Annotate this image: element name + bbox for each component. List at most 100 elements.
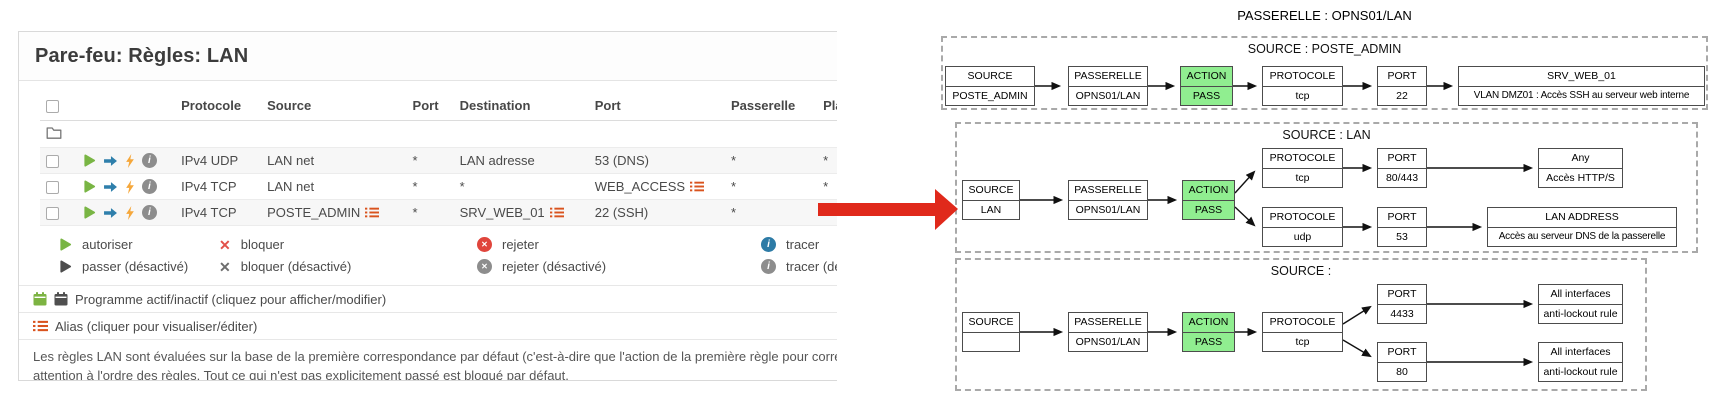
node-value: LAN	[980, 203, 1002, 216]
node-value: 4433	[1390, 307, 1414, 320]
rule-destination: SRV_WEB_01	[453, 199, 589, 227]
node-source: SOURCE	[962, 312, 1020, 352]
legend-autoriser: autoriser	[59, 235, 219, 254]
play-green-icon	[59, 238, 72, 251]
legend-passer-desactive: passer (désactivé)	[59, 257, 219, 276]
direction-in-icon[interactable]	[103, 155, 118, 167]
pass-icon[interactable]	[83, 206, 96, 219]
quick-icon[interactable]	[125, 153, 135, 168]
node-value: 22	[1396, 89, 1408, 102]
node-port: PORT 22	[1377, 66, 1427, 106]
table-header-row: Protocole Source Port Destination Port P…	[40, 91, 837, 122]
select-rule-checkbox[interactable]	[46, 207, 59, 221]
col-source: Source	[261, 91, 407, 122]
col-port-dest: Port	[588, 91, 725, 122]
rule-dest-port: WEB_ACCESS	[588, 173, 725, 201]
legend-bloquer-desactive: ✕ bloquer (désactivé)	[219, 257, 477, 276]
node-target: All interfaces anti-lockout rule	[1538, 284, 1623, 324]
col-passerelle: Passerelle	[724, 91, 818, 122]
node-value: tcp	[1295, 171, 1310, 184]
node-protocol: PROTOCOLE tcp	[1262, 66, 1343, 106]
quick-icon[interactable]	[125, 179, 135, 194]
node-value: 53	[1396, 230, 1408, 243]
node-target: LAN ADDRESS Accès au serveur DNS de la p…	[1487, 207, 1677, 247]
rule-port: *	[406, 199, 454, 227]
node-value: 80/443	[1385, 171, 1419, 184]
rule-dest-port: 53 (DNS)	[588, 147, 725, 175]
node-value: udp	[1293, 230, 1312, 243]
node-value: PASS	[1194, 335, 1223, 348]
folder-icon[interactable]	[46, 126, 62, 139]
rules-evaluation-note: Les règles LAN sont évaluées sur la base…	[19, 339, 837, 380]
group-source-empty: SOURCE :	[955, 258, 1647, 391]
rule-source: LAN net	[261, 147, 407, 175]
x-gray-icon: ✕	[219, 258, 231, 275]
node-value: POSTE_ADMIN	[952, 89, 1028, 102]
node-action: ACTION PASS	[1182, 180, 1235, 220]
node-header: ACTION	[1183, 313, 1234, 333]
rule-destination: LAN adresse	[453, 147, 589, 175]
direction-in-icon[interactable]	[103, 181, 118, 193]
node-header: PASSERELLE	[1069, 313, 1147, 333]
alias-legend-row: Alias (cliquer pour visualiser/éditer)	[19, 312, 837, 339]
node-value: PASS	[1192, 89, 1221, 102]
group-source-poste-admin: SOURCE : POSTE_ADMIN	[941, 36, 1708, 110]
node-protocol: PROTOCOLE tcp	[1262, 312, 1343, 352]
page-title: Pare-feu: Règles: LAN	[35, 45, 249, 67]
rule-dest-port: 22 (SSH)	[588, 199, 725, 227]
select-all-checkbox[interactable]	[46, 100, 59, 114]
node-port: PORT 80/443	[1377, 148, 1427, 188]
node-source: SOURCE POSTE_ADMIN	[945, 66, 1035, 106]
group-label: SOURCE : LAN	[1282, 128, 1371, 142]
alias-legend-label: Alias (cliquer pour visualiser/éditer)	[55, 318, 258, 334]
node-source: SOURCE LAN	[962, 180, 1020, 220]
rule-gateway: *	[724, 199, 818, 227]
node-value: Accès HTTP/S	[1546, 171, 1615, 184]
rule-protocol: IPv4 TCP	[175, 173, 262, 201]
pass-icon[interactable]	[83, 154, 96, 167]
alias-icon[interactable]	[365, 207, 380, 218]
alias-icon[interactable]	[549, 207, 564, 218]
rule-destination-value: SRV_WEB_01	[459, 205, 545, 221]
legend-label: rejeter	[502, 237, 539, 253]
node-header: ACTION	[1183, 181, 1234, 201]
legend-label: bloquer	[240, 237, 285, 253]
log-icon[interactable]	[141, 205, 157, 221]
rule-row-1: IPv4 UDP LAN net * LAN adresse 53 (DNS) …	[40, 147, 837, 175]
calendar-active-icon	[33, 292, 47, 306]
col-icons	[76, 91, 176, 122]
node-header: SOURCE	[946, 67, 1034, 87]
select-rule-checkbox[interactable]	[46, 181, 59, 195]
node-value: VLAN DMZ01 : Accès SSH au serveur web in…	[1473, 90, 1690, 102]
rule-port: *	[406, 173, 454, 201]
col-plan: Plan	[817, 91, 837, 122]
node-protocol: PROTOCOLE udp	[1262, 207, 1343, 247]
node-port: PORT 80	[1377, 342, 1427, 382]
direction-in-icon[interactable]	[103, 207, 118, 219]
quick-icon[interactable]	[125, 205, 135, 220]
calendar-inactive-icon	[54, 292, 68, 306]
col-port: Port	[406, 91, 454, 122]
node-header: All interfaces	[1539, 343, 1622, 363]
node-action: ACTION PASS	[1180, 66, 1233, 106]
log-icon[interactable]	[141, 179, 157, 195]
node-gateway: PASSERELLE OPNS01/LAN	[1068, 66, 1148, 106]
rule-source-value: POSTE_ADMIN	[267, 205, 361, 221]
legend-rejeter: rejeter	[477, 235, 761, 254]
rule-dest-port-value: WEB_ACCESS	[594, 179, 686, 195]
log-icon[interactable]	[141, 153, 157, 169]
select-rule-checkbox[interactable]	[46, 155, 59, 169]
x-red-icon: ✕	[219, 236, 231, 253]
node-port: PORT 53	[1377, 207, 1427, 247]
legend-label: rejeter (désactivé)	[502, 259, 607, 275]
node-value: OPNS01/LAN	[1075, 335, 1141, 348]
pass-icon[interactable]	[83, 180, 96, 193]
col-protocole: Protocole	[175, 91, 262, 122]
rule-destination: *	[453, 173, 589, 201]
alias-icon[interactable]	[690, 181, 705, 192]
circle-info-blue-icon	[761, 237, 776, 253]
rule-schedule: *	[817, 147, 837, 175]
legend-label: tracer	[786, 237, 820, 253]
node-header: ACTION	[1181, 67, 1232, 87]
panel-header: Pare-feu: Règles: LAN	[19, 32, 837, 81]
